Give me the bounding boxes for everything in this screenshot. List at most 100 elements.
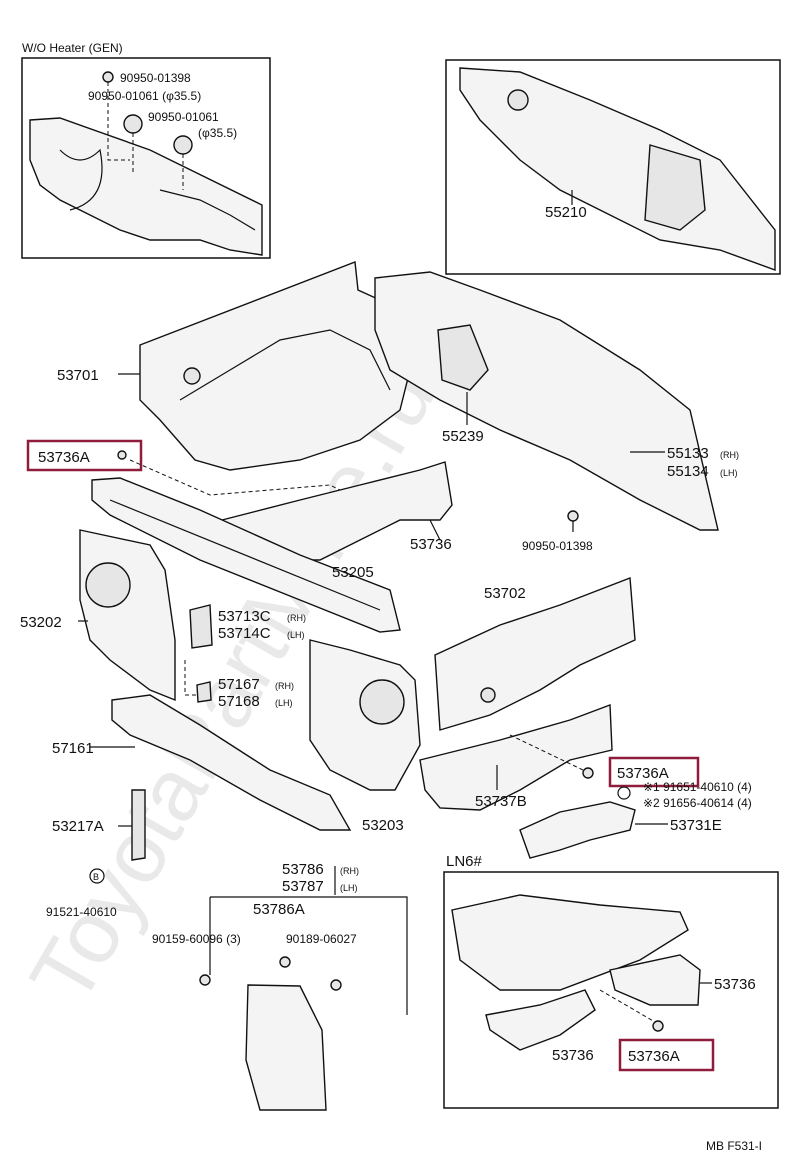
crossmember-57161 xyxy=(111,694,352,831)
screw-90159 xyxy=(199,974,211,986)
label-53737B: 53737B xyxy=(475,793,527,810)
leader-53736 xyxy=(429,519,441,541)
label-55133-side: (RH) xyxy=(720,450,739,460)
label-53217A: 53217A xyxy=(52,818,104,835)
support-53202-opening xyxy=(85,562,131,608)
seal-53217A xyxy=(131,789,146,861)
label-53786-side: (RH) xyxy=(340,866,359,876)
cowl-53701-hole xyxy=(183,367,201,385)
label-55134: 55134 xyxy=(667,463,709,480)
label-53786A: 53786A xyxy=(253,901,305,918)
inset-heater: W/O Heater (GEN) 90950-01398 90950-01061… xyxy=(21,41,271,259)
support-53203-opening xyxy=(359,679,405,725)
inset-55210: 55210 xyxy=(445,59,781,275)
label-90950-01061-a: 90950-01061 (φ35.5) xyxy=(88,89,201,103)
bolt-91521-mark: B xyxy=(93,872,99,882)
cowl-53701-ridge xyxy=(179,329,391,401)
label-55210: 55210 xyxy=(545,204,587,221)
label-53787: 53787 xyxy=(282,878,324,895)
label-53713C-side: (RH) xyxy=(287,613,306,623)
clip-53786A xyxy=(279,956,291,968)
highlight-53736A-mid xyxy=(608,756,700,788)
heater-cowl-drawing xyxy=(29,117,263,256)
apron-53702-hole xyxy=(480,687,496,703)
seal-53737B xyxy=(419,704,613,811)
label-57161: 57161 xyxy=(52,740,94,757)
heater-cowl-ridge xyxy=(159,189,256,231)
label-90159: 90159-60096 (3) xyxy=(152,932,241,946)
label-57167: 57167 xyxy=(218,676,260,693)
label-90950-01398-bottom: 90950-01398 xyxy=(522,539,593,553)
cowl-panel-53701 xyxy=(139,261,411,471)
insulator-55210-drawing xyxy=(459,67,776,271)
heater-cowl-detail xyxy=(59,148,103,211)
label-57168: 57168 xyxy=(218,693,260,710)
label-53203: 53203 xyxy=(362,817,404,834)
label-53202: 53202 xyxy=(20,614,62,631)
label-53786: 53786 xyxy=(282,861,324,878)
ln6-seal-right xyxy=(609,954,701,1006)
highlight-53736A-top xyxy=(26,439,143,472)
leader-plug-small xyxy=(107,82,130,161)
plug-small xyxy=(102,71,114,83)
inset-55210-frame xyxy=(445,59,781,275)
plug-large-a xyxy=(123,114,143,134)
label-53736A-top: 53736A xyxy=(38,449,90,466)
bolt-91651 xyxy=(617,786,631,800)
label-53702: 53702 xyxy=(484,585,526,602)
ln6-seal-left xyxy=(485,989,596,1051)
bracket-53731E xyxy=(519,801,636,859)
plug-large-b xyxy=(173,135,193,155)
label-53731E: 53731E xyxy=(670,817,722,834)
clip-53736A-top xyxy=(117,450,127,460)
label-53787-side: (LH) xyxy=(340,883,358,893)
inset-ln6: LN6# 53736 53736 53736A xyxy=(443,853,779,1109)
insulator-55210-panel xyxy=(644,144,706,231)
label-57168-side: (LH) xyxy=(275,698,293,708)
label-53714C-side: (LH) xyxy=(287,630,305,640)
label-91651: ※1 91651-40610 (4) xyxy=(643,780,752,794)
leader-57167 xyxy=(184,660,197,696)
bracket-57167 xyxy=(196,681,212,703)
label-53736A-mid: 53736A xyxy=(617,765,669,782)
label-55134-side: (LH) xyxy=(720,468,738,478)
ln6-cowl-drawing xyxy=(451,894,689,991)
screw-90189 xyxy=(330,979,342,991)
leader-53736A-ln6 xyxy=(599,989,656,1023)
label-90950-01061-b: 90950-01061 xyxy=(148,110,219,124)
label-53736-ln6-a: 53736 xyxy=(714,976,756,993)
inset-heater-frame xyxy=(21,57,271,259)
label-53713C: 53713C xyxy=(218,608,271,625)
clip-53736A-ln6 xyxy=(652,1020,664,1032)
insulator-55210-hole xyxy=(507,89,529,111)
support-53205-ridge xyxy=(109,499,381,611)
dash-insulator-opening xyxy=(437,324,489,391)
label-53701: 53701 xyxy=(57,367,99,384)
clip-53736A-mid xyxy=(582,767,594,779)
highlight-53736A-ln6 xyxy=(618,1038,715,1072)
bracket-53713C xyxy=(189,604,213,649)
label-91521: 91521-40610 xyxy=(46,905,117,919)
label-53736A-ln6: 53736A xyxy=(628,1048,680,1065)
label-90950-01061-b-size: (φ35.5) xyxy=(198,126,237,140)
label-91656: ※2 91656-40614 (4) xyxy=(643,796,752,810)
support-side-53202 xyxy=(79,529,176,702)
inset-heater-title: W/O Heater (GEN) xyxy=(22,41,123,55)
label-90189: 90189-06027 xyxy=(286,932,357,946)
label-55239: 55239 xyxy=(442,428,484,445)
inset-ln6-frame xyxy=(443,871,779,1109)
mudguard-bracket-line xyxy=(210,896,408,1015)
inset-ln6-title: LN6# xyxy=(446,853,483,870)
plug-90950-01398 xyxy=(567,510,579,522)
label-53736: 53736 xyxy=(410,536,452,553)
label-55133: 55133 xyxy=(667,445,709,462)
label-53714C: 53714C xyxy=(218,625,271,642)
label-53736-ln6-b: 53736 xyxy=(552,1047,594,1064)
label-90950-01398-top: 90950-01398 xyxy=(120,71,191,85)
bolt-91521 xyxy=(89,868,105,884)
footer-code: MB F531-I xyxy=(706,1139,762,1153)
mudguard-53786 xyxy=(245,984,327,1111)
label-57167-side: (RH) xyxy=(275,681,294,691)
